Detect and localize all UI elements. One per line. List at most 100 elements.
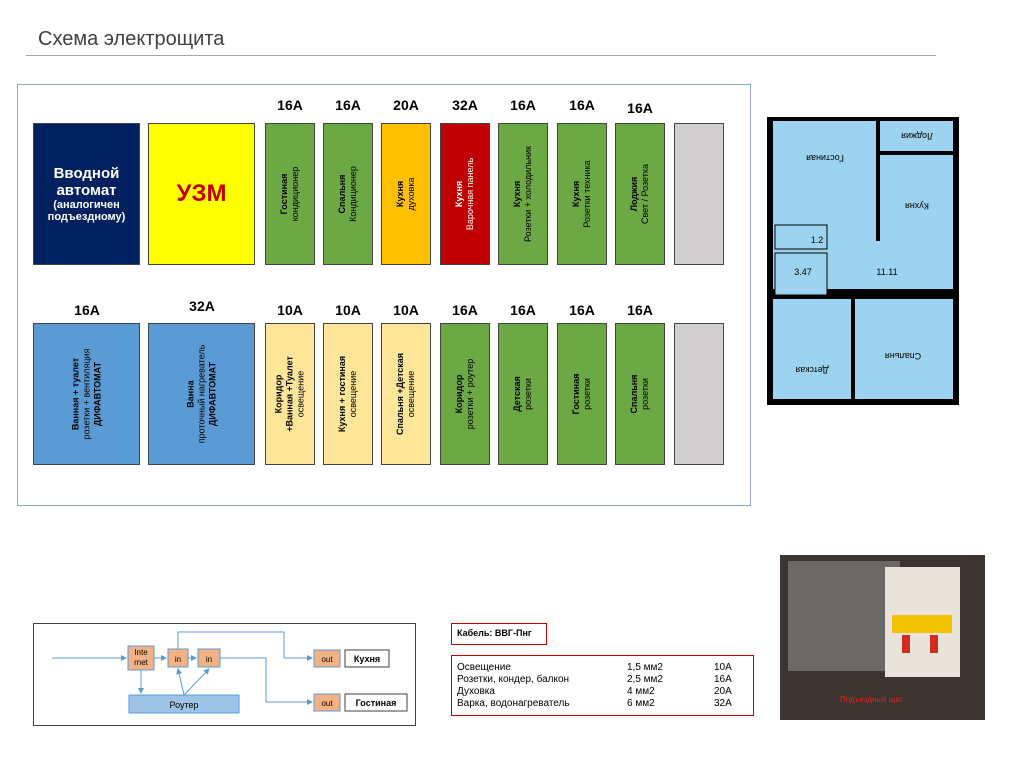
cable-row-section: 6 мм2: [627, 698, 655, 709]
router-label: Роутер: [169, 700, 198, 710]
photo-breaker-indicator-2: [930, 635, 938, 653]
bottom-breaker-amp: 10А: [393, 302, 419, 318]
uzm-label: УЗМ: [176, 180, 227, 207]
bottom-breaker-room: Спальня: [629, 374, 639, 414]
uzm-relay: УЗМ: [148, 123, 255, 265]
top-breaker-note: кондиционер: [290, 166, 300, 222]
network-diagram: Inte rnet in in Роутер out Кухня out Гос…: [33, 623, 416, 726]
cable-row-use: Варка, водонагреватель: [457, 698, 570, 709]
top-breaker-room: Кухня: [571, 180, 581, 208]
in-label-1: in: [175, 655, 181, 664]
bottom-breaker-note: освещение: [295, 370, 306, 418]
dif-amp: 32А: [189, 298, 215, 314]
photo-breaker-lever: [892, 615, 952, 633]
cable-row-use: Духовка: [457, 686, 495, 697]
floorplan-area-wc: 1.2: [811, 235, 824, 245]
bottom-breaker-amp: 10А: [277, 302, 303, 318]
in-label-2: in: [206, 655, 212, 664]
bottom-breaker-amp: 10А: [335, 302, 361, 318]
cable-row-use: Освещение: [457, 662, 511, 673]
cable-row-section: 4 мм2: [627, 686, 655, 697]
main-breaker-line1: Вводной: [53, 165, 120, 182]
dif-amp: 16А: [74, 302, 100, 318]
out-label-1: out: [321, 655, 333, 664]
top-breaker-amp: 20А: [393, 97, 419, 113]
top-breaker-room: Кухня: [395, 180, 405, 208]
main-breaker-line4: подъездному): [47, 211, 126, 223]
dif-note: проточный нагреватель: [196, 344, 206, 444]
bottom-breaker-room: Кухня + гостиная: [337, 355, 347, 433]
floorplan-room-kitchen: Кухня: [905, 201, 929, 211]
dif-note: розетки + вентиляция: [81, 348, 91, 440]
top-breaker-note: Розетки + холодильник: [523, 145, 533, 243]
top-breaker-note: духовка: [406, 177, 416, 211]
internet-label-2: rnet: [134, 658, 149, 667]
cable-label-box: Кабель: ВВГ-Пнг: [451, 623, 547, 645]
top-breaker-note: Розетки техника: [582, 160, 592, 228]
top-spare-slot: [674, 123, 724, 265]
bottom-breaker-room: Гостиная: [571, 373, 581, 415]
top-breaker-room: Спальня: [337, 174, 347, 214]
cable-row-use: Розетки, кондер, балкон: [457, 674, 570, 685]
top-breaker-amp: 16А: [510, 97, 536, 113]
bottom-breaker-room: Коридор: [273, 374, 284, 414]
main-breaker-line3: (аналогичен: [53, 199, 120, 211]
top-breaker-room: Кухня: [454, 180, 464, 208]
top-breaker-amp: 16А: [569, 97, 595, 113]
out-label-2: out: [321, 699, 333, 708]
cable-row-amp: 32А: [714, 698, 732, 709]
floorplan-room-loggia: Лоджия: [901, 131, 933, 141]
bottom-breaker-room: Коридор: [454, 374, 464, 414]
bottom-breaker-note: розетки: [582, 378, 592, 410]
dif-type: ДИФАВТОМАТ: [92, 361, 102, 427]
dif-room: Ванна: [185, 380, 195, 408]
bottom-breaker-amp: 16А: [510, 302, 536, 318]
bottom-spare-slot: [674, 323, 724, 465]
top-breaker-amp: 16А: [277, 97, 303, 113]
page-title: Схема электрощита: [38, 28, 225, 50]
top-breaker-amp: 16А: [627, 100, 653, 116]
cable-row-section: 2,5 мм2: [627, 674, 663, 685]
floorplan-room-bedroom: Спальня: [885, 351, 921, 361]
top-breaker-room: Лоджия: [629, 176, 639, 212]
out-living: Гостиная: [356, 698, 397, 708]
dif-room: Ванная + туалет: [70, 357, 80, 431]
cable-row-section: 1,5 мм2: [627, 662, 663, 673]
top-breaker-room: Кухня: [512, 180, 522, 208]
panel-frame: [17, 84, 751, 506]
bottom-breaker-note: розетки: [640, 378, 650, 410]
cable-label: Кабель: ВВГ-Пнг: [457, 628, 532, 638]
main-breaker-line2: автомат: [56, 182, 117, 199]
bottom-breaker-room: Спальня +Детская: [395, 352, 405, 436]
bottom-breaker-amp: 16А: [569, 302, 595, 318]
panel-photo: Подъездный щит: [780, 555, 985, 720]
floorplan: Гостиная Лоджия Кухня Детская Спальня 1.…: [767, 117, 959, 405]
out-kitchen: Кухня: [354, 654, 380, 664]
bottom-breaker-note: освещение: [348, 370, 358, 418]
photo-caption: Подъездный щит: [840, 695, 904, 704]
bottom-breaker-amp: 16А: [627, 302, 653, 318]
